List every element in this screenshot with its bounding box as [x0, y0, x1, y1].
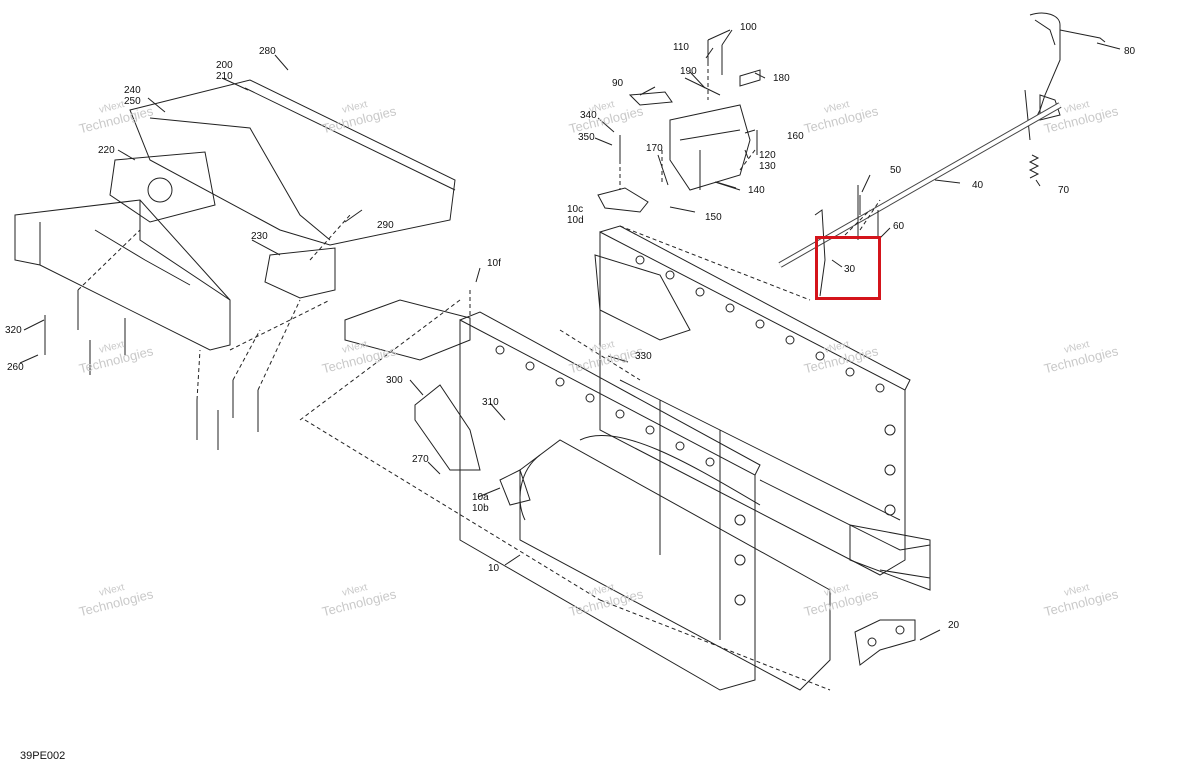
- callout-70[interactable]: 70: [1058, 185, 1070, 196]
- callout-240[interactable]: 240: [124, 85, 141, 96]
- callout-140[interactable]: 140: [748, 185, 765, 196]
- highlight-box: [815, 236, 881, 300]
- callout-340[interactable]: 340: [580, 110, 597, 121]
- callout-120[interactable]: 120: [759, 150, 776, 161]
- callout-90[interactable]: 90: [612, 78, 624, 89]
- callout-100[interactable]: 100: [740, 22, 757, 33]
- callout-220[interactable]: 220: [98, 145, 115, 156]
- callout-60[interactable]: 60: [893, 221, 905, 232]
- callout-270[interactable]: 270: [412, 454, 429, 465]
- callout-280[interactable]: 280: [259, 46, 276, 57]
- callout-30[interactable]: 30: [844, 264, 856, 275]
- callout-10[interactable]: 10: [488, 563, 500, 574]
- callout-350[interactable]: 350: [578, 132, 595, 143]
- callout-300[interactable]: 300: [386, 375, 403, 386]
- callout-50[interactable]: 50: [890, 165, 902, 176]
- callout-40[interactable]: 40: [972, 180, 984, 191]
- callout-160[interactable]: 160: [787, 131, 804, 142]
- callout-10c[interactable]: 10c: [567, 204, 584, 215]
- callout-130[interactable]: 130: [759, 161, 776, 172]
- callout-10b[interactable]: 10b: [472, 503, 489, 514]
- callout-230[interactable]: 230: [251, 231, 268, 242]
- callout-330[interactable]: 330: [635, 351, 652, 362]
- callout-310[interactable]: 310: [482, 397, 499, 408]
- diagram-reference-code: 39PE002: [20, 750, 66, 762]
- callout-10f[interactable]: 10f: [487, 258, 501, 269]
- callout-80[interactable]: 80: [1124, 46, 1136, 57]
- callout-180[interactable]: 180: [773, 73, 790, 84]
- callout-170[interactable]: 170: [646, 143, 663, 154]
- callout-20[interactable]: 20: [948, 620, 960, 631]
- callout-10d[interactable]: 10d: [567, 215, 584, 226]
- callout-110[interactable]: 110: [673, 42, 689, 53]
- callout-290[interactable]: 290: [377, 220, 394, 231]
- callout-190[interactable]: 190: [680, 66, 697, 77]
- callout-260[interactable]: 260: [7, 362, 24, 373]
- callout-210[interactable]: 210: [216, 71, 233, 82]
- callout-150[interactable]: 150: [705, 212, 722, 223]
- callout-200[interactable]: 200: [216, 60, 233, 71]
- callout-10a[interactable]: 10a: [472, 492, 489, 503]
- callout-250[interactable]: 250: [124, 96, 141, 107]
- callout-320[interactable]: 320: [5, 325, 22, 336]
